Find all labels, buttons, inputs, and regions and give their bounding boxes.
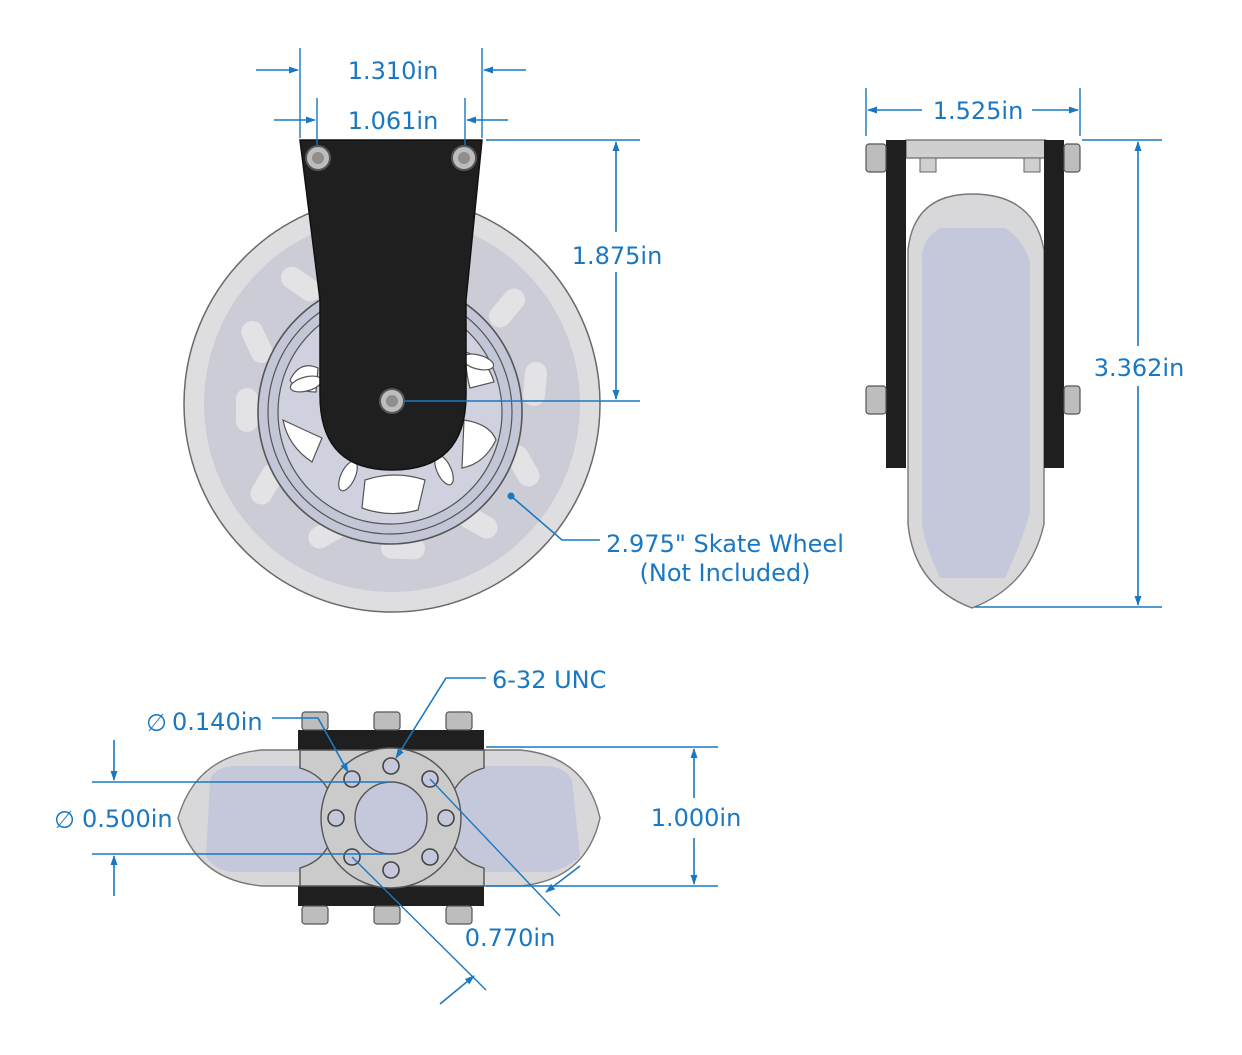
dimension-top-inner-label: 1.061in <box>348 107 439 135</box>
wheel-callout <box>507 492 600 541</box>
side-dimension-width-label: 1.525in <box>933 97 1024 125</box>
front-view: 1.310in 1.061in 1.875in 2.975" Skate Whe… <box>183 48 844 613</box>
side-bolt-axle-right <box>1063 385 1081 415</box>
side-top-crossbar <box>905 139 1047 159</box>
hole-diameter-symbol: ∅ <box>146 709 167 737</box>
bottom-bolt-heads <box>301 711 473 925</box>
side-dimension-height-label: 3.362in <box>1094 354 1185 382</box>
dimension-top-inner <box>274 98 508 145</box>
dimension-top-outer-label: 1.310in <box>348 57 439 85</box>
hole-diameter-leader <box>272 717 349 773</box>
bracket-bolt-top-right <box>451 145 477 171</box>
caster-bracket-plate <box>299 139 483 471</box>
side-plate-right <box>1044 140 1064 468</box>
bottom-center-bore <box>354 781 428 855</box>
side-plate-left <box>886 140 906 468</box>
dimension-height <box>404 139 640 402</box>
side-dimension-width <box>865 88 1081 136</box>
hole-diameter-label: 0.140in <box>172 708 263 736</box>
bore-diameter-label: 0.500in <box>82 805 173 833</box>
side-view: 1.525in 3.362in <box>865 88 1185 609</box>
bolt-circle-label: 0.770in <box>465 924 556 952</box>
side-dimension-height <box>975 139 1162 608</box>
side-wheel-core <box>921 228 1030 578</box>
wheel-callout-line2: (Not Included) <box>640 559 811 587</box>
bottom-plate-top <box>298 730 484 750</box>
side-bolt-axle-left <box>865 385 887 415</box>
side-bolt-top-left <box>865 143 887 173</box>
bolt-circle-dimension <box>351 778 581 1005</box>
bore-diameter-symbol: ∅ <box>54 806 75 834</box>
axle-bolt <box>379 388 405 414</box>
bracket-bolt-top-left <box>305 145 331 171</box>
bottom-width-dimension <box>486 746 718 887</box>
side-bolt-top-right <box>1063 143 1081 173</box>
bottom-bolt-circle-holes <box>327 757 455 879</box>
dimension-height-label: 1.875in <box>572 242 663 270</box>
thread-callout-label: 6-32 UNC <box>492 666 606 694</box>
bore-diameter-dimension <box>92 740 390 896</box>
bottom-width-label: 1.000in <box>651 804 742 832</box>
thread-callout-leader <box>395 677 486 759</box>
wheel-callout-line1: 2.975" Skate Wheel <box>606 530 844 558</box>
dimension-top-outer <box>256 48 526 138</box>
bottom-view: 6-32 UNC ∅ 0.140in ∅ 0.500in 1.000in <box>54 666 742 1005</box>
